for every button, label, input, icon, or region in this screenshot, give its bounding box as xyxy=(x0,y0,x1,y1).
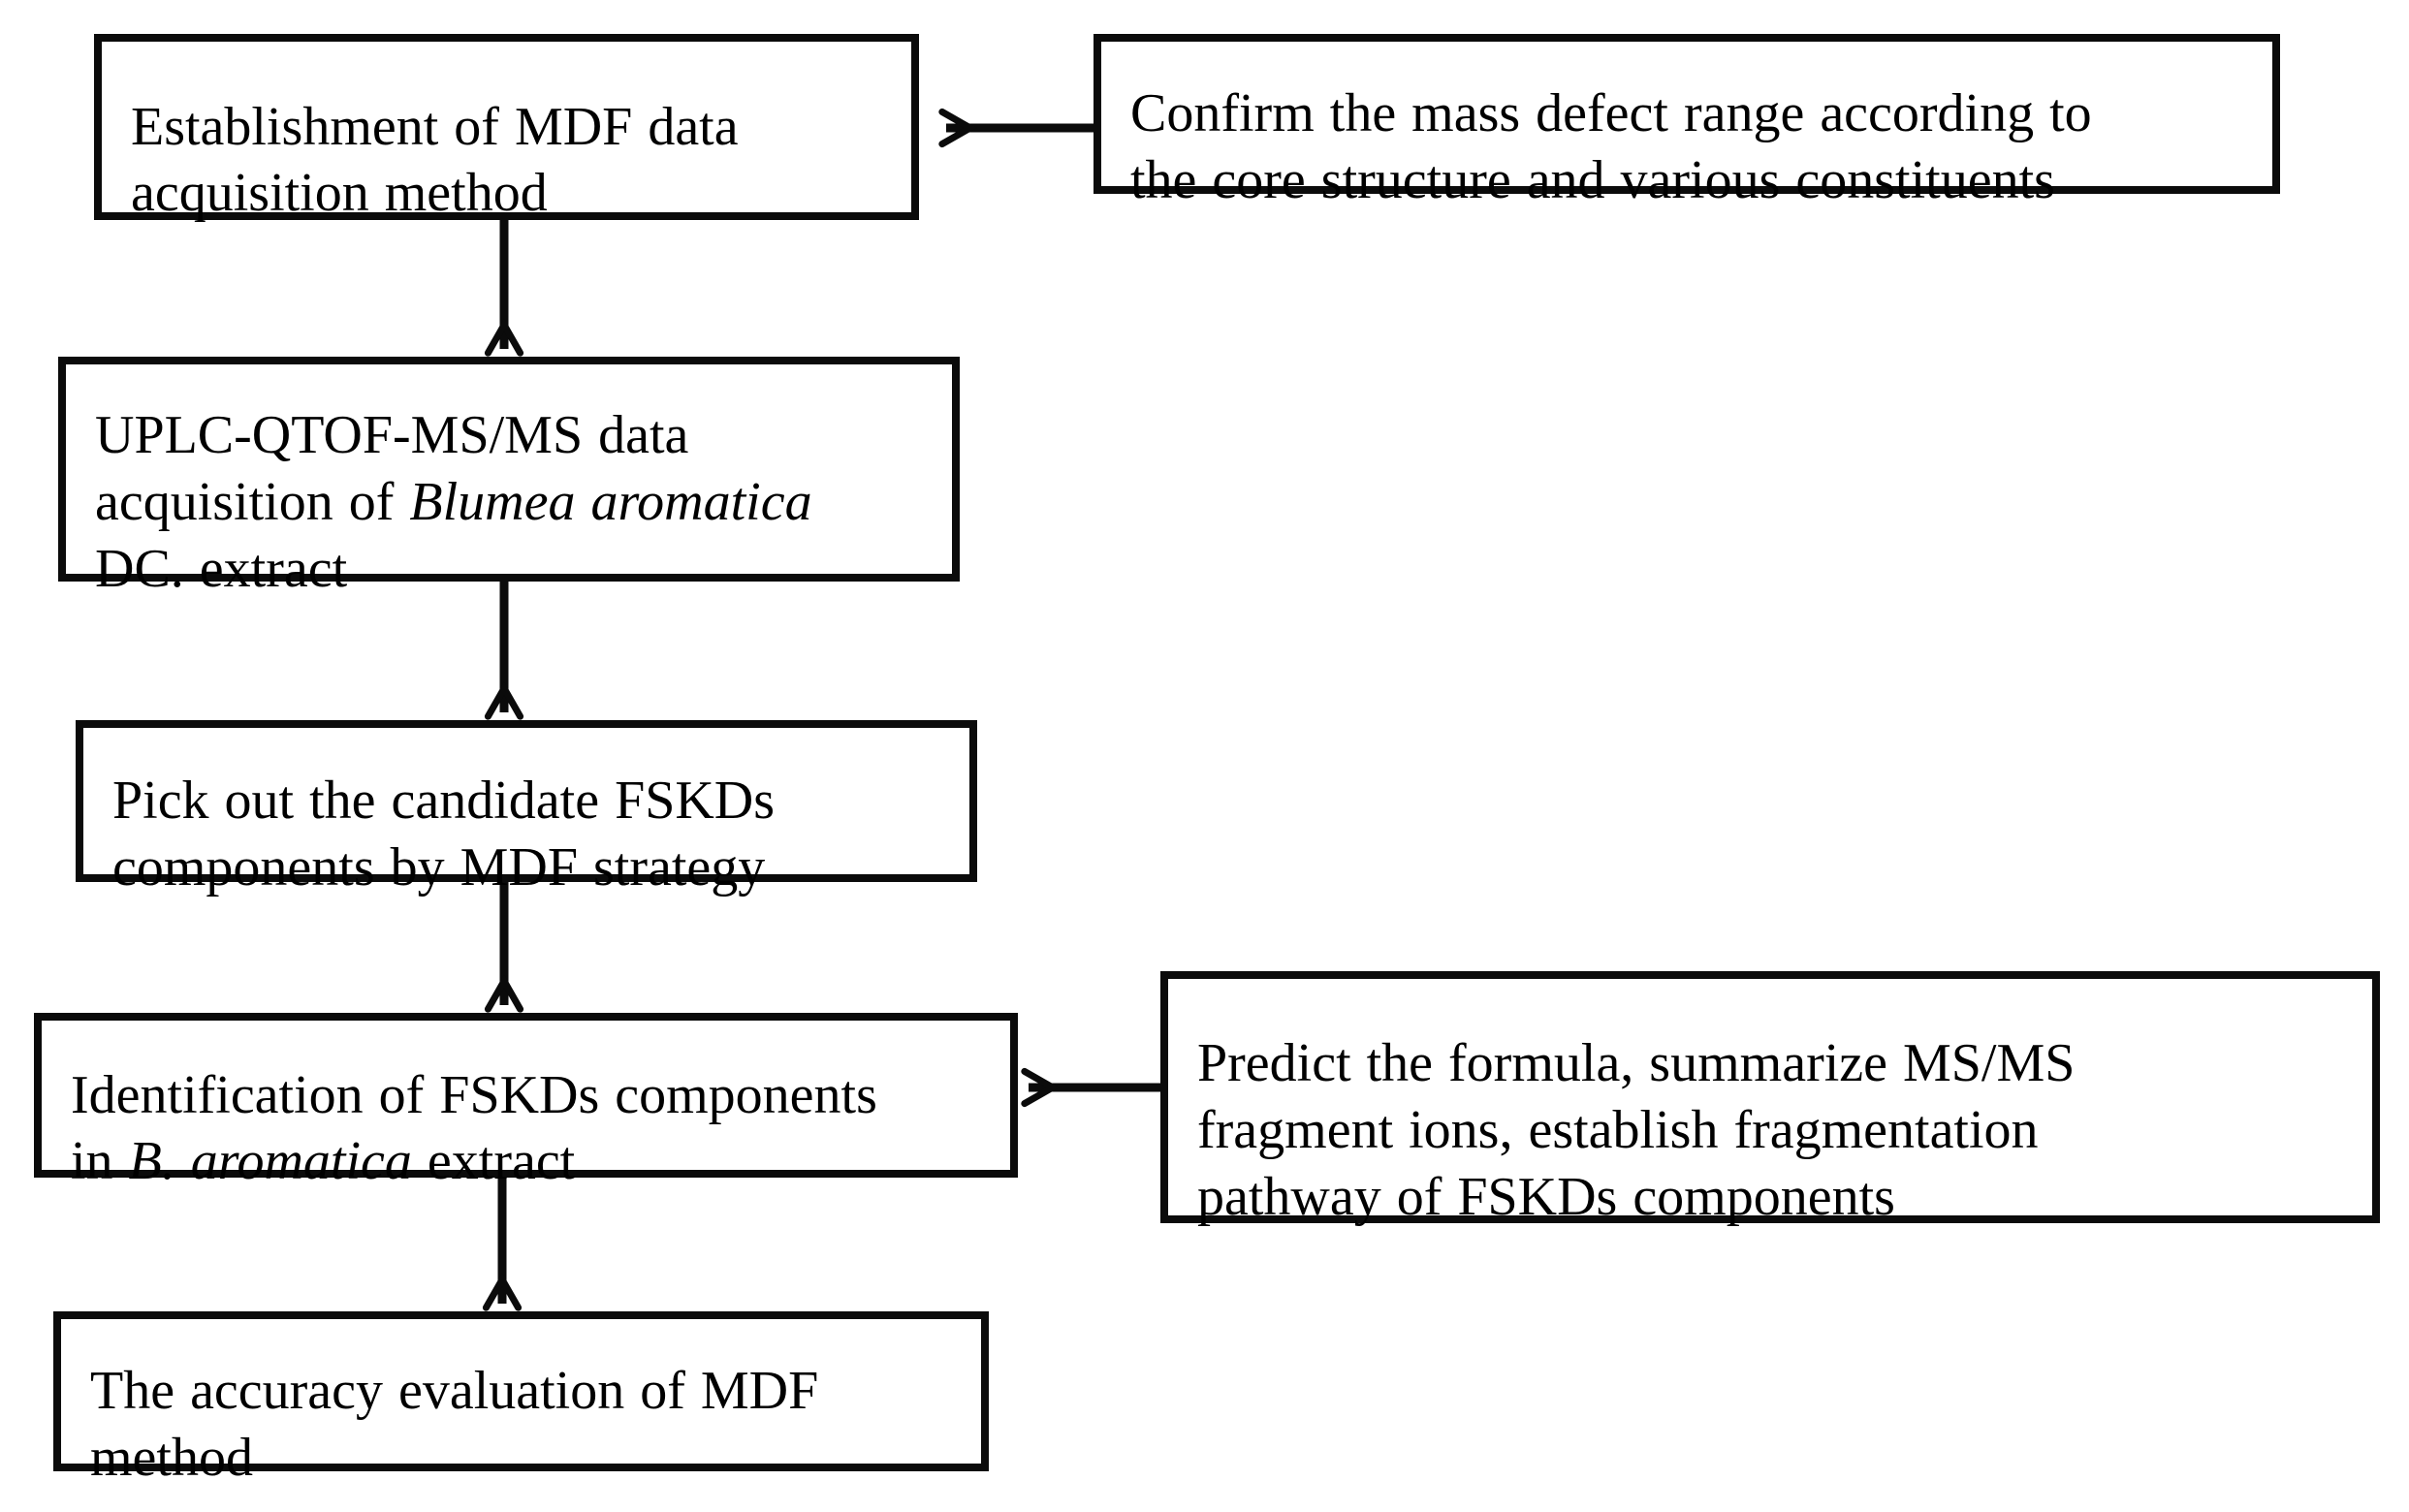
node-confirm-mass-defect-range-label: Confirm the mass defect range according … xyxy=(1130,83,2092,210)
node-establish-mdf-method-label: Establishment of MDF data acquisition me… xyxy=(131,96,739,224)
node-accuracy-evaluation: The accuracy evaluation of MDF method xyxy=(53,1311,989,1488)
node-identify-fskds-components: Identification of FSKDs components in B.… xyxy=(34,1013,1018,1191)
node-establish-mdf-method: Establishment of MDF data acquisition me… xyxy=(94,34,919,223)
node-uplc-qtof-data-acquisition-label: UPLC-QTOF-MS/MS data acquisition of Blum… xyxy=(95,405,812,599)
node-pick-candidate-fskds-label: Pick out the candidate FSKDs components … xyxy=(112,771,776,898)
node-predict-formula-fragmentation-label: Predict the formula, summarize MS/MS fra… xyxy=(1197,1033,2076,1227)
node-confirm-mass-defect-range: Confirm the mass defect range according … xyxy=(1094,34,2280,210)
node-predict-formula-fragmentation: Predict the formula, summarize MS/MS fra… xyxy=(1160,971,2380,1227)
node-uplc-qtof-data-acquisition: UPLC-QTOF-MS/MS data acquisition of Blum… xyxy=(58,357,960,599)
node-identify-fskds-components-label: Identification of FSKDs components in B.… xyxy=(71,1064,877,1192)
node-pick-candidate-fskds: Pick out the candidate FSKDs components … xyxy=(76,720,977,898)
node-accuracy-evaluation-label: The accuracy evaluation of MDF method xyxy=(90,1361,819,1488)
